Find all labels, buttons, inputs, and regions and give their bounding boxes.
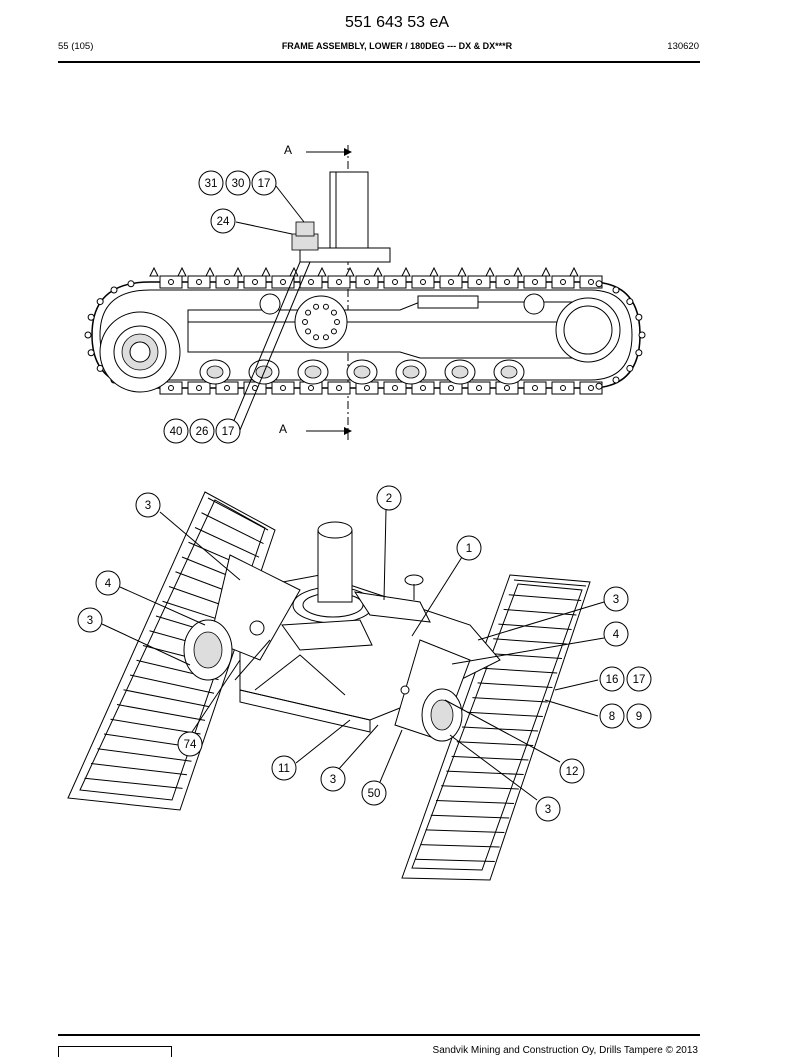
svg-text:3: 3 — [613, 594, 619, 606]
section-label-bottom: A — [279, 422, 288, 436]
svg-text:24: 24 — [217, 216, 230, 228]
callout-40: 40 — [163, 418, 189, 444]
callout-17: 17 — [251, 170, 277, 196]
callout-12: 12 — [559, 758, 585, 784]
callout-74: 74 — [177, 731, 203, 757]
svg-text:1: 1 — [466, 543, 472, 555]
svg-text:3: 3 — [330, 774, 336, 786]
svg-text:4: 4 — [105, 578, 112, 590]
revision-date: 130620 — [667, 41, 699, 52]
callout-16: 16 — [599, 666, 625, 692]
callout-31: 31 — [198, 170, 224, 196]
svg-text:3: 3 — [545, 804, 551, 816]
callout-8: 8 — [599, 703, 625, 729]
callout-4-b: 4 — [603, 621, 629, 647]
callout-3-c: 3 — [603, 586, 629, 612]
callout-4-a: 4 — [95, 570, 121, 596]
callout-17b: 17 — [215, 418, 241, 444]
callout-3-b: 3 — [77, 607, 103, 633]
svg-text:9: 9 — [636, 711, 642, 723]
document-number: 551 643 53 eA — [344, 14, 450, 31]
svg-text:3: 3 — [145, 500, 151, 512]
section-label-top: A — [284, 143, 293, 157]
header-rule — [58, 61, 700, 63]
page-number: 55 (105) — [58, 41, 94, 52]
svg-text:12: 12 — [566, 766, 579, 778]
callout-3-d: 3 — [320, 766, 346, 792]
svg-text:40: 40 — [170, 426, 183, 438]
svg-text:17: 17 — [258, 178, 271, 190]
sandvik-logo — [58, 1046, 172, 1057]
footer-rule — [58, 1034, 700, 1036]
callout-50: 50 — [361, 780, 387, 806]
callout-26: 26 — [189, 418, 215, 444]
svg-text:50: 50 — [368, 788, 381, 800]
callout-1: 1 — [456, 535, 482, 561]
callout-2: 2 — [376, 485, 402, 511]
svg-text:31: 31 — [205, 178, 218, 190]
svg-text:30: 30 — [232, 178, 245, 190]
svg-text:11: 11 — [278, 763, 290, 775]
svg-text:26: 26 — [196, 426, 209, 438]
svg-text:16: 16 — [606, 674, 619, 686]
callout-11: 11 — [271, 755, 297, 781]
footer-copyright: Sandvik Mining and Construction Oy, Dril… — [432, 1045, 698, 1056]
svg-text:74: 74 — [184, 739, 197, 751]
svg-text:2: 2 — [386, 493, 392, 505]
page-title: FRAME ASSEMBLY, LOWER / 180DEG --- DX & … — [281, 41, 513, 51]
svg-text:8: 8 — [609, 711, 615, 723]
callout-3-e: 3 — [535, 796, 561, 822]
svg-text:3: 3 — [87, 615, 93, 627]
callout-3-a: 3 — [135, 492, 161, 518]
svg-text:4: 4 — [613, 629, 620, 641]
callout-17-c: 17 — [626, 666, 652, 692]
svg-text:17: 17 — [633, 674, 646, 686]
callout-24: 24 — [210, 208, 236, 234]
svg-text:17: 17 — [222, 426, 235, 438]
callout-30: 30 — [225, 170, 251, 196]
callout-9: 9 — [626, 703, 652, 729]
